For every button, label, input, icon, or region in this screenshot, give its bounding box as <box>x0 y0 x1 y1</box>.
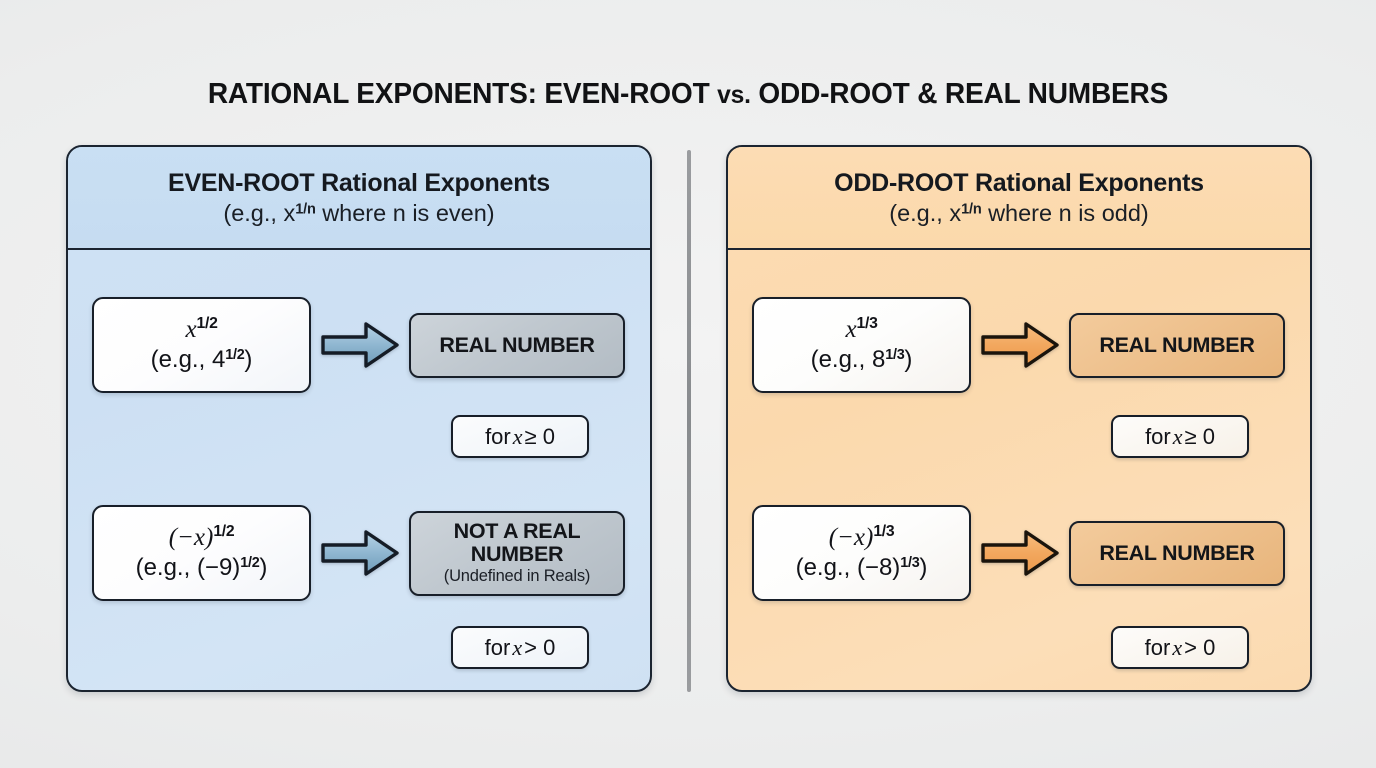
condition-pill[interactable]: for x ≥ 0 <box>1111 415 1249 458</box>
example-pre: (e.g., (−8) <box>795 554 901 582</box>
expression-main: x1/2 <box>185 315 218 344</box>
result-card[interactable]: REAL NUMBER <box>409 312 625 378</box>
odd-root-panel-header: ODD-ROOT Rational Exponents (e.g., x1/n … <box>728 147 1310 250</box>
condition-pill[interactable]: for x > 0 <box>1111 626 1249 669</box>
expression-main: (−x)1/2 <box>168 523 235 552</box>
expression-superscript: 1/2 <box>196 315 218 333</box>
condition-post: ≥ 0 <box>524 423 555 449</box>
expression-base: (−x) <box>828 524 874 552</box>
panel-divider <box>687 150 691 692</box>
example-superscript: 1/2 <box>225 347 245 364</box>
condition-variable: x <box>1172 634 1183 660</box>
page-title-part2: ODD-ROOT & REAL NUMBERS <box>750 78 1169 110</box>
subtitle-superscript: 1/n <box>961 201 982 218</box>
example-pre: (e.g., (−9) <box>135 554 241 582</box>
even-root-panel-subtitle: (e.g., x1/n where n is even) <box>223 200 494 226</box>
condition-pill[interactable]: for x > 0 <box>451 626 589 669</box>
example-superscript: 1/3 <box>885 347 905 364</box>
subtitle-pre: (e.g., x <box>889 200 962 227</box>
condition-variable: x <box>1172 423 1183 449</box>
example-pre: (e.g., 4 <box>150 346 226 374</box>
odd-root-row-1: x1/3 (e.g., 81/3) REAL NUMBER <box>728 297 1310 393</box>
example-pre: (e.g., 8 <box>810 346 886 374</box>
result-card[interactable]: REAL NUMBER <box>1069 312 1285 378</box>
result-label: REAL NUMBER <box>1099 332 1255 357</box>
right-arrow-icon <box>311 528 409 578</box>
result-card[interactable]: REAL NUMBER <box>1069 520 1285 586</box>
expression-superscript: 1/3 <box>873 523 895 541</box>
even-root-panel-header: EVEN-ROOT Rational Exponents (e.g., x1/n… <box>68 147 650 250</box>
right-arrow-icon <box>971 528 1069 578</box>
even-root-panel-title: EVEN-ROOT Rational Exponents <box>168 169 550 198</box>
expression-superscript: 1/3 <box>856 315 878 333</box>
right-arrow-icon <box>971 320 1069 370</box>
odd-root-panel: ODD-ROOT Rational Exponents (e.g., x1/n … <box>726 145 1312 692</box>
even-root-row-2: (−x)1/2 (e.g., (−9)1/2) NOT A REAL <box>68 505 650 601</box>
even-root-panel: EVEN-ROOT Rational Exponents (e.g., x1/n… <box>66 145 652 692</box>
condition-pre: for <box>1144 634 1171 660</box>
condition-variable: x <box>512 634 523 660</box>
condition-pre: for <box>485 423 511 449</box>
subtitle-superscript: 1/n <box>295 201 316 218</box>
example-post: ) <box>259 554 268 582</box>
condition-pill[interactable]: for x ≥ 0 <box>451 415 589 458</box>
expression-main: x1/3 <box>845 315 878 344</box>
right-arrow-icon <box>311 320 409 370</box>
condition-variable: x <box>512 423 523 449</box>
expression-card[interactable]: (−x)1/2 (e.g., (−9)1/2) <box>92 505 311 601</box>
condition-post: > 0 <box>1184 634 1216 660</box>
even-root-panel-body: x1/2 (e.g., 41/2) REAL NUMBER <box>68 250 650 690</box>
subtitle-post: where n is even) <box>315 200 495 227</box>
result-label: REAL NUMBER <box>1099 540 1255 565</box>
expression-superscript: 1/2 <box>213 523 235 541</box>
subtitle-pre: (e.g., x <box>223 200 296 227</box>
page-title: RATIONAL EXPONENTS: EVEN-ROOT vs. ODD-RO… <box>10 78 1365 111</box>
expression-card[interactable]: (−x)1/3 (e.g., (−8)1/3) <box>752 505 971 601</box>
odd-root-panel-subtitle: (e.g., x1/n where n is odd) <box>889 200 1149 226</box>
expression-base: (−x) <box>168 524 214 552</box>
expression-card[interactable]: x1/2 (e.g., 41/2) <box>92 297 311 393</box>
odd-root-panel-body: x1/3 (e.g., 81/3) REAL NUMBER <box>728 250 1310 690</box>
page-title-vs: vs. <box>717 81 751 109</box>
page-title-part1: RATIONAL EXPONENTS: EVEN-ROOT <box>207 78 718 110</box>
result-label: REAL NUMBER <box>439 332 595 357</box>
result-card[interactable]: NOT A REAL NUMBER (Undefined in Reals) <box>409 510 625 596</box>
expression-base: x <box>845 316 857 344</box>
example-post: ) <box>904 346 913 374</box>
expression-example: (e.g., 81/3) <box>811 347 913 373</box>
odd-root-panel-title: ODD-ROOT Rational Exponents <box>834 169 1204 198</box>
condition-pre: for <box>1145 423 1171 449</box>
expression-example: (e.g., (−9)1/2) <box>136 555 268 581</box>
example-superscript: 1/3 <box>900 555 920 572</box>
condition-post: > 0 <box>524 634 556 660</box>
example-superscript: 1/2 <box>240 555 260 572</box>
expression-base: x <box>185 316 197 344</box>
condition-post: ≥ 0 <box>1184 423 1215 449</box>
expression-example: (e.g., (−8)1/3) <box>796 555 928 581</box>
expression-example: (e.g., 41/2) <box>151 347 253 373</box>
condition-pre: for <box>484 634 511 660</box>
result-label: NOT A REAL NUMBER <box>453 519 581 567</box>
even-root-row-1: x1/2 (e.g., 41/2) REAL NUMBER <box>68 297 650 393</box>
expression-main: (−x)1/3 <box>828 523 895 552</box>
result-note: (Undefined in Reals) <box>443 567 591 586</box>
example-post: ) <box>244 346 253 374</box>
expression-card[interactable]: x1/3 (e.g., 81/3) <box>752 297 971 393</box>
subtitle-post: where n is odd) <box>981 200 1149 227</box>
odd-root-row-2: (−x)1/3 (e.g., (−8)1/3) REAL NUMBE <box>728 505 1310 601</box>
example-post: ) <box>919 554 928 582</box>
